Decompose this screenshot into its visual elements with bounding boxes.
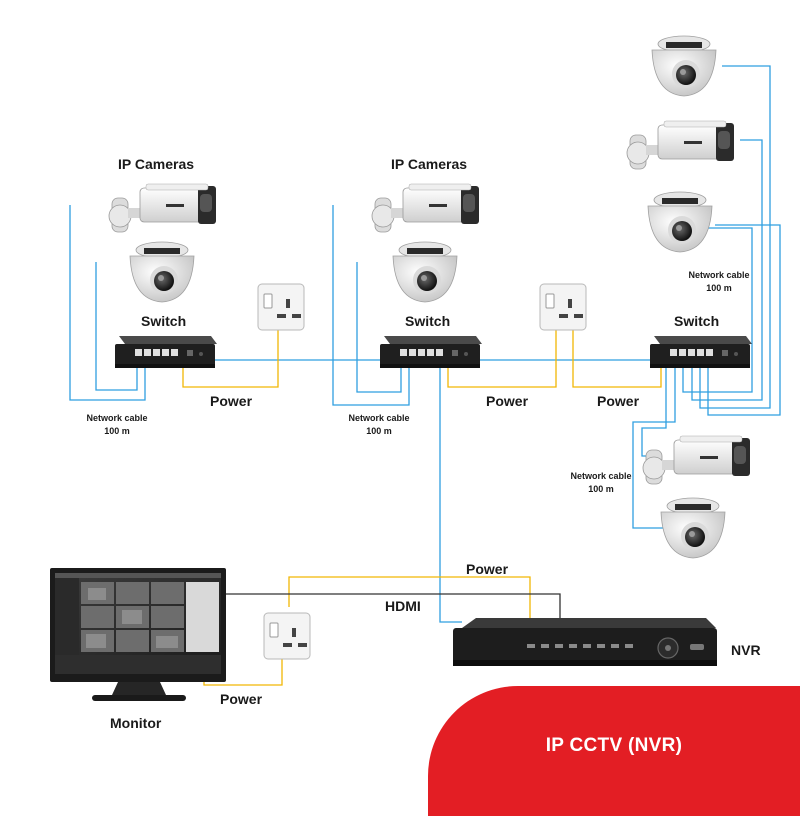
nvr-recorder-icon <box>453 618 717 666</box>
network-cable-label-lower-line2: 100 m <box>588 484 614 494</box>
dome-camera-icon <box>660 497 726 559</box>
network-switch-icon <box>380 336 482 368</box>
network-cable-label-left: Network cable 100 m <box>82 412 152 438</box>
ip-cameras-label-mid: IP Cameras <box>391 156 468 172</box>
network-cable-label-right-line2: 100 m <box>706 283 732 293</box>
network-cable-label-right-line1: Network cable <box>688 270 750 280</box>
wall-socket-icon <box>539 283 587 331</box>
network-cable-label-left-line1: Network cable <box>86 413 148 423</box>
power-label-right: Power <box>597 393 640 409</box>
dome-camera-icon <box>647 191 713 253</box>
network-switch-icon <box>650 336 752 368</box>
wall-socket-icon <box>257 283 305 331</box>
switch-label-left: Switch <box>141 313 187 329</box>
monitor-icon <box>50 568 226 701</box>
network-cable-label-mid: Network cable 100 m <box>344 412 414 438</box>
network-cable-label-left-line2: 100 m <box>104 426 130 436</box>
dome-camera-icon <box>129 241 195 303</box>
power-cables <box>182 329 662 686</box>
network-switch-icon <box>115 336 217 368</box>
power-label-left: Power <box>210 393 253 409</box>
title-text: IP CCTV (NVR) <box>545 735 683 756</box>
network-cable-label-right: Network cable 100 m <box>684 269 754 295</box>
network-cable-label-mid-line1: Network cable <box>348 413 410 423</box>
wall-socket-icon <box>263 612 311 660</box>
monitor-label: Monitor <box>110 715 162 731</box>
power-label-monitor: Power <box>220 691 263 707</box>
hdmi-cable <box>225 593 561 620</box>
network-cable-label-mid-line2: 100 m <box>366 426 392 436</box>
switch-label-mid: Switch <box>405 313 451 329</box>
power-label-mid: Power <box>486 393 529 409</box>
nvr-label: NVR <box>731 642 761 658</box>
network-cables <box>69 65 781 623</box>
ip-cameras-label-left: IP Cameras <box>118 156 195 172</box>
dome-camera-icon <box>392 241 458 303</box>
hdmi-label: HDMI <box>385 598 421 614</box>
bullet-camera-icon <box>642 435 751 485</box>
title-banner <box>428 686 800 816</box>
bullet-camera-icon <box>626 120 735 170</box>
power-label-nvr: Power <box>466 561 509 577</box>
bullet-camera-icon <box>108 183 217 233</box>
network-cable-label-lower-line1: Network cable <box>570 471 632 481</box>
network-cable-label-lower: Network cable 100 m <box>566 470 636 496</box>
switch-label-right: Switch <box>674 313 720 329</box>
dome-camera-icon <box>651 35 717 97</box>
bullet-camera-icon <box>371 183 480 233</box>
